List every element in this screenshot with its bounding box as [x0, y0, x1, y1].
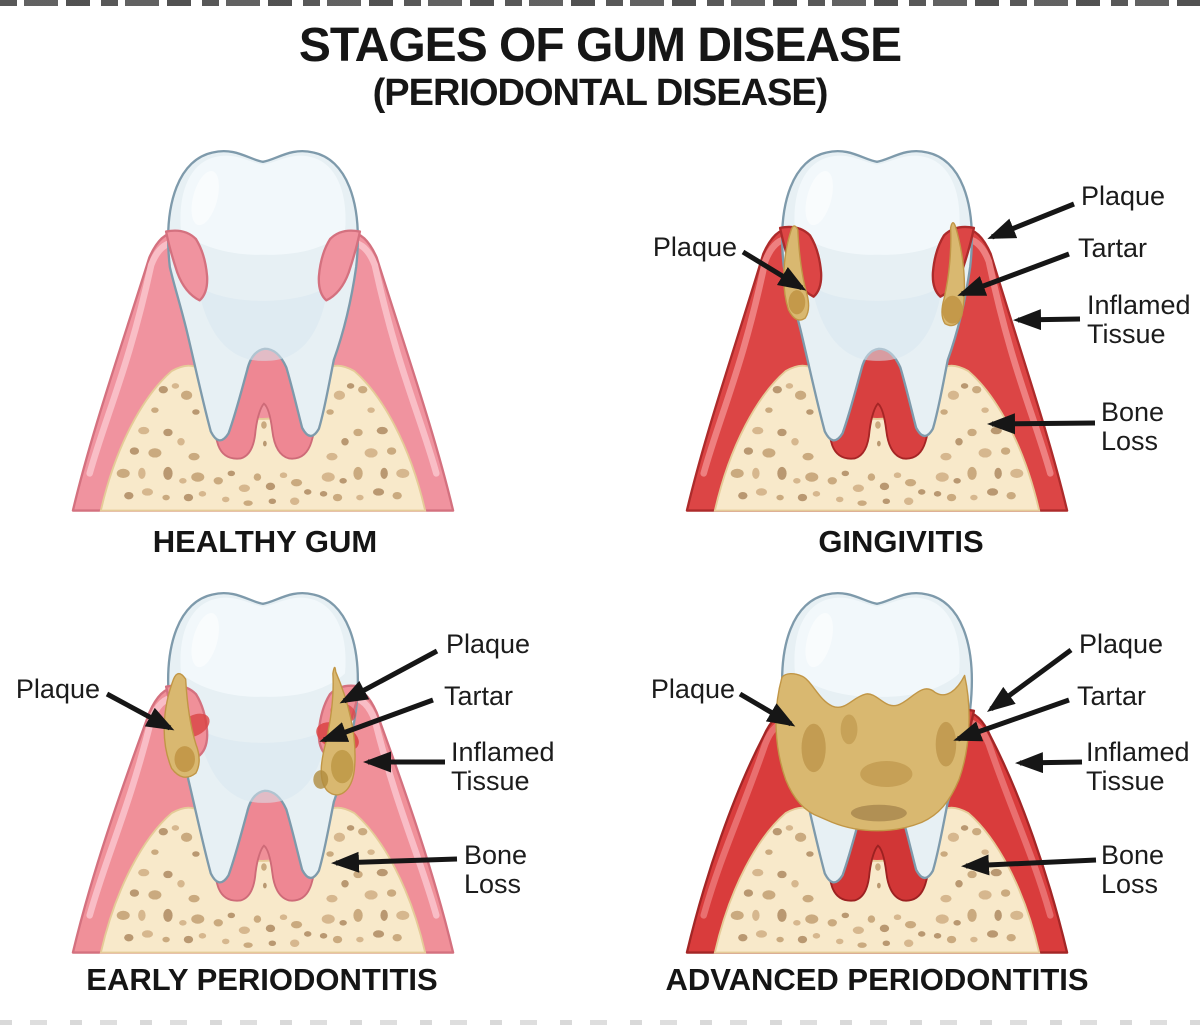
label-early-plaque-right: Plaque — [446, 629, 531, 659]
label-advanced-tartar: Tartar — [1077, 681, 1147, 711]
tooth-illustration-healthy-gum — [71, 150, 455, 512]
label-gingivitis-inflamed-tissue: Inflamed Tissue — [1087, 290, 1191, 349]
caption-gingivitis: GINGIVITIS — [818, 524, 984, 559]
label-advanced-plaque-left: Plaque — [650, 674, 735, 704]
tooth-illustration-advanced-periodontitis — [685, 592, 1069, 954]
label-advanced-bone-loss: Bone Loss — [1101, 840, 1165, 899]
label-early-bone-loss: Bone Loss — [464, 840, 528, 899]
caption-early-periodontitis: EARLY PERIODONTITIS — [86, 962, 438, 997]
top-crop-strip — [0, 0, 1200, 6]
label-gingivitis-bone-loss: Bone Loss — [1101, 397, 1165, 456]
label-advanced-plaque-right: Plaque — [1079, 629, 1164, 659]
diagram-subtitle: (PERIODONTAL DISEASE) — [372, 72, 829, 114]
label-early-inflamed-tissue: Inflamed Tissue — [451, 737, 555, 796]
label-early-tartar: Tartar — [444, 681, 514, 711]
tooth-illustration-early-periodontitis — [71, 592, 455, 954]
bottom-crop-strip — [0, 1020, 1200, 1025]
label-gingivitis-plaque-right: Plaque — [1081, 181, 1166, 211]
caption-healthy-gum: HEALTHY GUM — [152, 524, 378, 559]
diagram-title: STAGES OF GUM DISEASE — [298, 19, 902, 72]
tooth-illustration-gingivitis — [685, 150, 1069, 512]
label-early-plaque-left: Plaque — [15, 674, 100, 704]
label-advanced-inflamed-tissue: Inflamed Tissue — [1086, 737, 1190, 796]
label-gingivitis-plaque-left: Plaque — [652, 232, 737, 262]
caption-advanced-periodontitis: ADVANCED PERIODONTITIS — [665, 962, 1089, 997]
label-gingivitis-tartar: Tartar — [1078, 233, 1148, 263]
